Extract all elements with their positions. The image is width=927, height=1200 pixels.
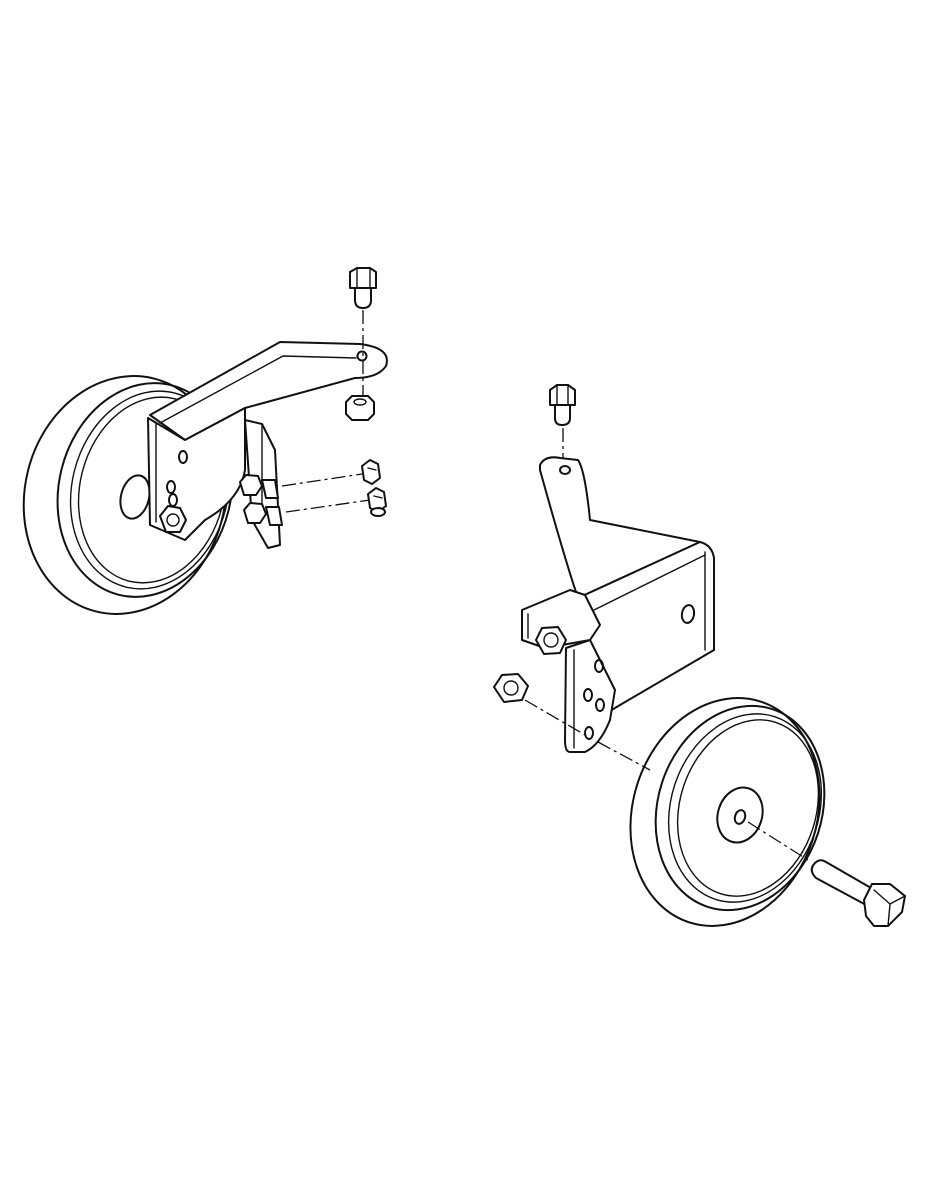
right-axle-bolt bbox=[810, 859, 906, 927]
left-arm-bolt-hole bbox=[356, 350, 368, 362]
right-wheel-hub bbox=[716, 786, 764, 844]
left-bracket-arm bbox=[149, 341, 388, 441]
right-clamp-nut bbox=[535, 626, 567, 655]
left-top-bolt bbox=[349, 267, 377, 309]
right-top-bolt bbox=[549, 384, 576, 426]
left-clamp-nut-lower bbox=[243, 502, 267, 524]
left-caster-assembly bbox=[22, 267, 388, 615]
right-loose-nut bbox=[493, 673, 529, 703]
right-caster-assembly bbox=[493, 384, 906, 927]
left-clamp-nut-upper bbox=[239, 474, 263, 496]
right-bracket-bolt-hole bbox=[559, 465, 571, 475]
left-axle-nut bbox=[159, 505, 187, 533]
right-wheel bbox=[629, 697, 826, 927]
left-clamp-bolt-lower bbox=[367, 487, 387, 517]
left-clamp-bolt-upper bbox=[361, 459, 381, 485]
left-top-nut bbox=[345, 395, 375, 421]
right-bracket-upper-plate bbox=[539, 456, 701, 599]
